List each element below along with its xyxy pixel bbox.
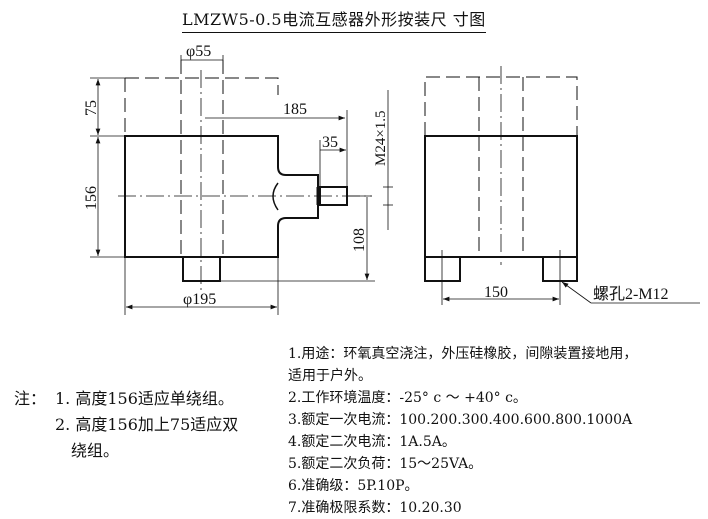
- spec-line: 6.准确级：5P.10P。: [288, 478, 419, 494]
- hole-label: 螺孔2-M12: [593, 285, 669, 303]
- front-view: [90, 55, 393, 315]
- side-view: [424, 66, 700, 305]
- spec-line: 7.准确极限系数：10.20.30: [288, 500, 462, 516]
- dim-156: 156: [83, 186, 100, 210]
- dimension-labels: φ55 185 35 75 156 108 M24×1.5 φ195 150 螺…: [83, 43, 669, 308]
- dim-phi55: φ55: [186, 43, 211, 60]
- notes-prefix: 注：: [14, 389, 47, 408]
- dim-185: 185: [283, 101, 307, 118]
- note-1: 1. 高度156适应单绕组。: [55, 389, 234, 408]
- dim-thread: M24×1.5: [373, 110, 389, 166]
- foot: [182, 256, 221, 282]
- spec-line: 适用于户外。: [288, 368, 372, 384]
- dim-150: 150: [484, 284, 508, 301]
- drawing-title: LMZW5-0.5电流互感器外形按装尺 寸图: [182, 6, 486, 33]
- dim-75: 75: [83, 100, 100, 116]
- spec-line: 4.额定二次电流：1A.5A。: [288, 434, 456, 450]
- spec-line: 5.额定二次负荷：15～25VA。: [288, 456, 483, 472]
- spec-line: 3.额定一次电流：100.200.300.400.600.800.1000A: [288, 412, 633, 428]
- dim-35: 35: [322, 134, 338, 151]
- body-outline: [124, 135, 319, 258]
- spec-line: 1.用途：环氧真空浇注，外压硅橡胶，间隙装置接地用，: [288, 346, 638, 362]
- spec-line: 2.工作环境温度：-25° c ～ +40° c。: [288, 390, 527, 406]
- dim-phi195: φ195: [183, 291, 216, 308]
- dim-108: 108: [351, 228, 368, 252]
- note-2-cont: 绕组。: [71, 441, 120, 460]
- note-2: 2. 高度156加上75适应双: [55, 415, 239, 434]
